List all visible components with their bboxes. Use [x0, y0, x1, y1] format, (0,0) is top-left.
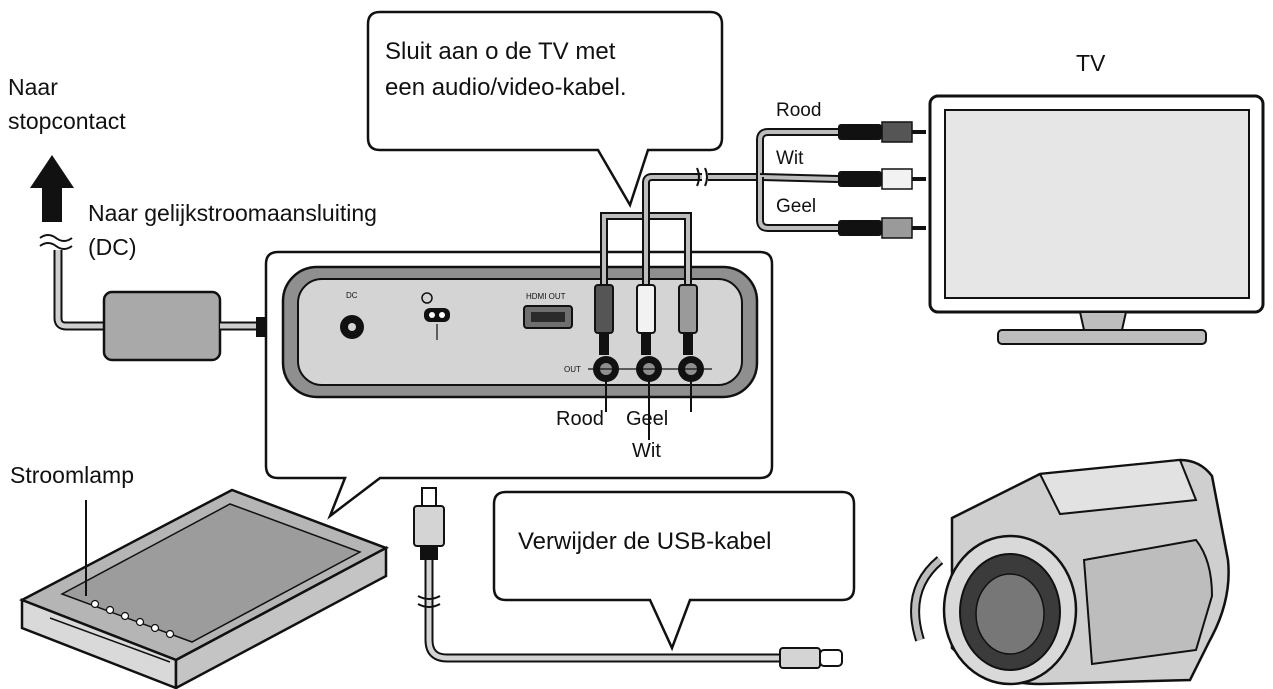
jack-label-yellow: Geel: [626, 408, 669, 430]
tv-label: TV: [1076, 50, 1106, 76]
panel-out-mark: OUT: [564, 365, 581, 374]
jack-label-red: Rood: [556, 408, 604, 430]
dc-label-line2: (DC): [88, 234, 137, 260]
panel-hdmi-mark: HDMI OUT: [526, 292, 566, 301]
panel-dc-mark: DC: [346, 291, 358, 300]
tv-set: [928, 94, 1265, 345]
tv-connect-bubble: [366, 10, 724, 209]
camcorder: [910, 458, 1230, 686]
dc-label-line1: Naar gelijkstroomaansluiting: [88, 200, 377, 226]
tv-connect-text-line2: een audio/video-kabel.: [385, 74, 627, 101]
cable-label-red: Rood: [776, 100, 822, 121]
cable-label-white: Wit: [776, 148, 804, 169]
mains-label-line2: stopcontact: [8, 108, 126, 134]
jack-label-white: Wit: [632, 440, 661, 462]
usb-cable: [413, 487, 843, 669]
av-cable: [594, 121, 926, 355]
usb-remove-bubble: [492, 490, 856, 652]
player-device: [18, 488, 390, 689]
cable-label-yellow: Geel: [776, 196, 817, 217]
usb-remove-text: Verwijder de USB-kabel: [518, 528, 772, 555]
mains-label-line1: Naar: [8, 74, 58, 100]
power-lamp-label: Stroomlamp: [10, 462, 134, 488]
tv-connect-text-line1: Sluit aan o de TV met: [385, 38, 616, 65]
up-arrow-icon: [30, 155, 74, 250]
